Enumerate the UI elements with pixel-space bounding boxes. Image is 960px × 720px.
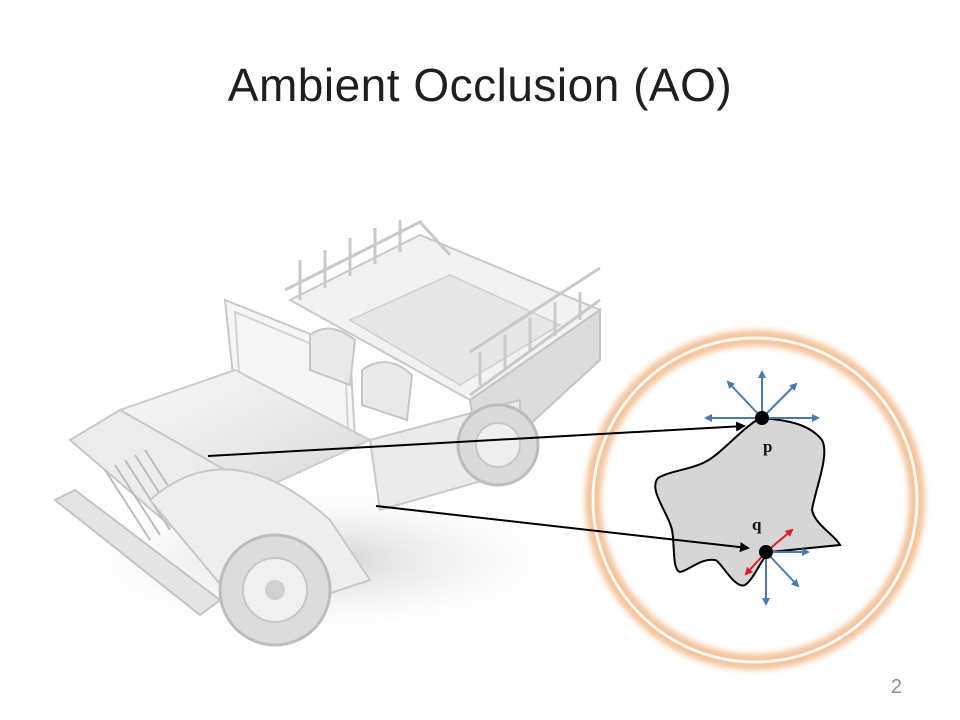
- truck-render-image: [50, 220, 603, 647]
- slide-title: Ambient Occlusion (AO): [227, 59, 733, 111]
- surface-shape: [654, 416, 842, 587]
- front-wheel: [218, 533, 332, 647]
- point-q: [759, 545, 773, 559]
- hemisphere-ring: [585, 330, 925, 670]
- pointer-line-to-p: [207, 421, 746, 457]
- rear-wheel: [456, 403, 540, 487]
- point-p-label: p: [763, 437, 772, 456]
- rays-from-p: [704, 370, 820, 422]
- point-q-label: q: [752, 515, 762, 534]
- slide-number: 2: [890, 676, 902, 698]
- point-p: [755, 411, 769, 425]
- pointer-line-to-q: [375, 505, 750, 553]
